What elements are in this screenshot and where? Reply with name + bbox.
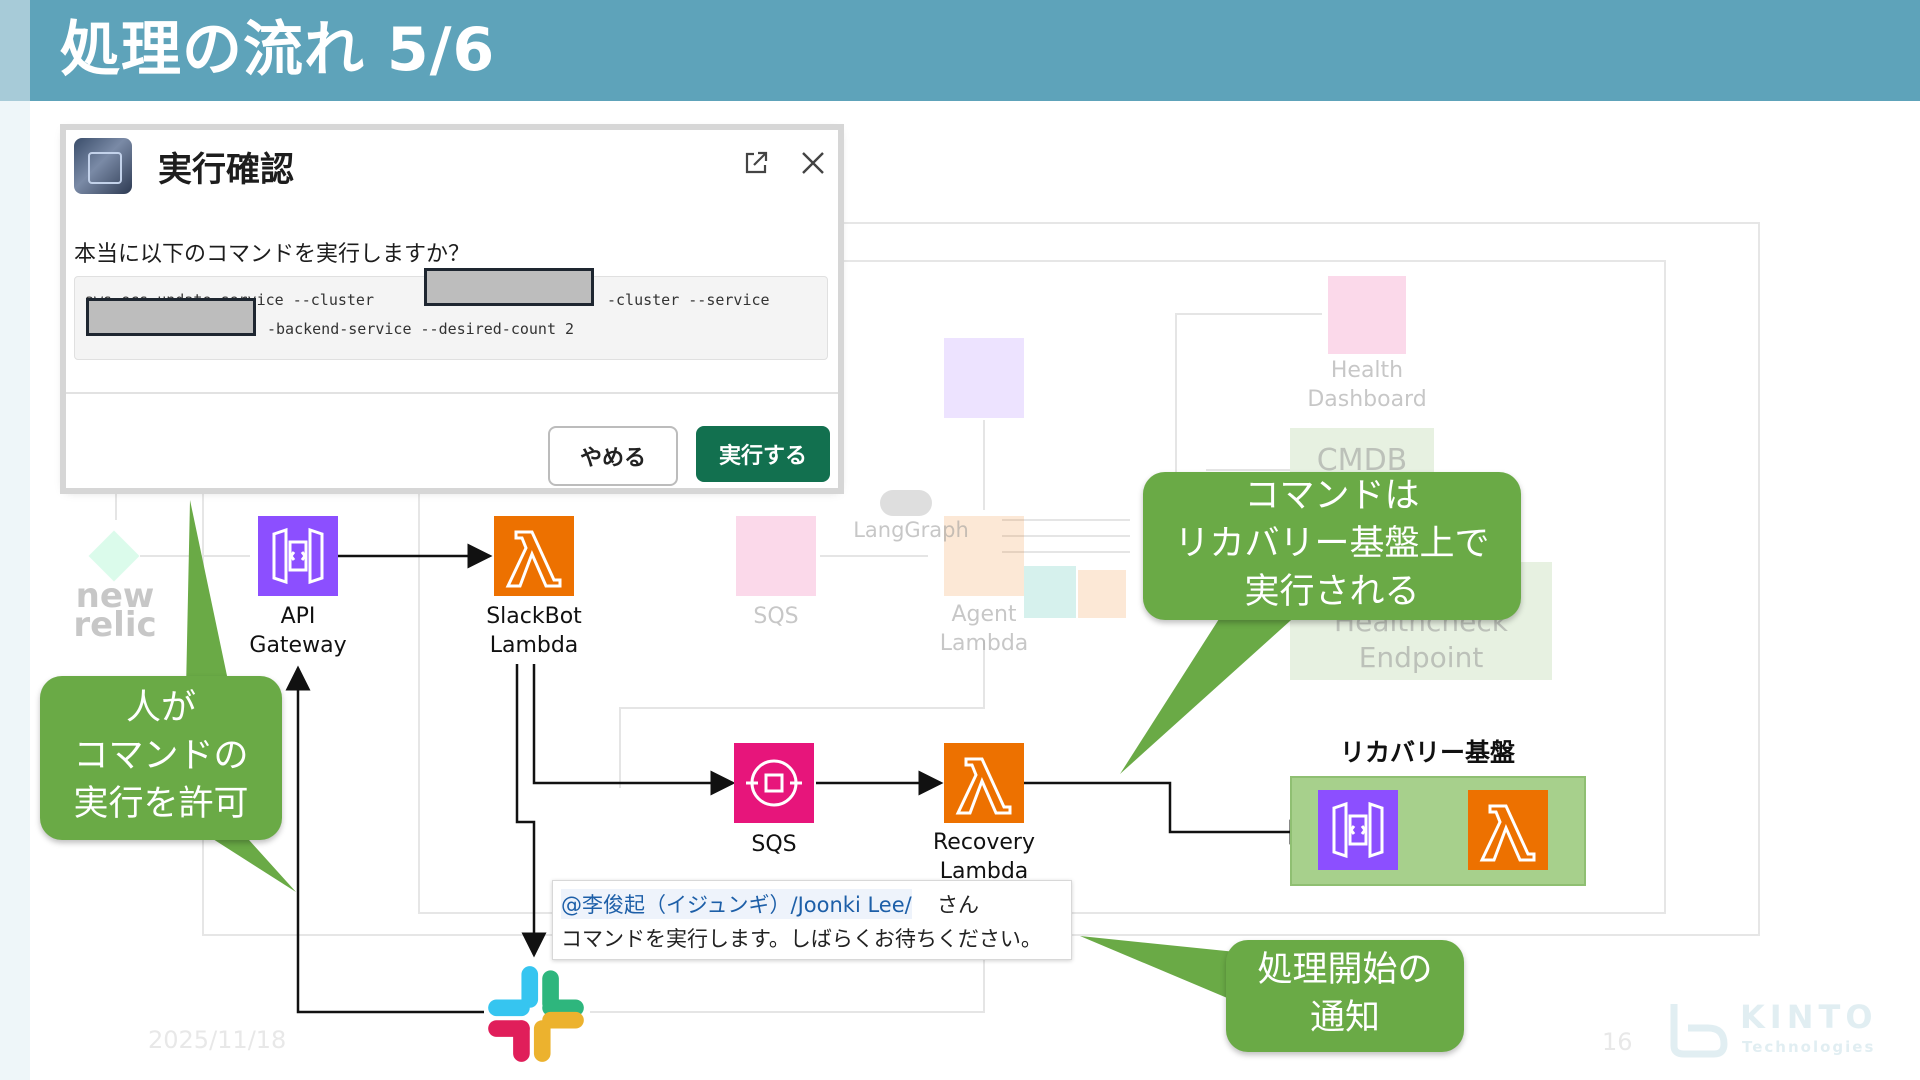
faded-api-gateway-top-icon [944,338,1024,418]
sqs-icon [734,743,814,823]
confirm-question: 本当に以下のコマンドを実行しますか？ [74,242,471,267]
recovery-api-gateway-icon [1318,790,1398,870]
callout-executed-text: コマンドは リカバリー基盤上で 実行される [1174,476,1490,612]
faded-cmdb-label: CMDB [1316,443,1408,478]
dialog-divider [66,392,838,394]
redacted-service-name [86,298,256,336]
recovery-lambda-icon [944,743,1024,823]
callout-notify: 処理開始の 通知 [1226,940,1464,1052]
user-mention[interactable]: @李俊起（イジュンギ）/Joonki Lee/ [561,889,912,919]
command-line1-suffix: -cluster --service [607,291,770,309]
faded-agent-lambda-icon [944,516,1024,596]
recovery-lambda-label: Recovery Lambda [932,830,1035,884]
slackbot-lambda-icon [494,516,574,596]
confirm-dialog: 実行確認 本当に以下のコマンドを実行しますか？ aws ecs update-s… [66,130,838,488]
faded-langgraph-label: LangGraph [853,518,969,542]
recovery-base-label: リカバリー基盤 [1340,738,1516,767]
kinto-logo-text: KINTO [1740,998,1878,1036]
faded-box-icon [1078,570,1126,618]
app-icon [74,138,132,194]
sqs-label: SQS [751,832,797,857]
header-bar [0,0,1920,101]
page-number: 16 [1602,1028,1633,1056]
close-icon[interactable] [798,148,828,178]
command-line2-suffix: -backend-service --desired-count 2 [267,320,575,338]
faded-sqs-label: SQS [753,604,799,629]
faded-sqs-icon [736,516,816,596]
run-button[interactable]: 実行する [696,426,830,482]
callout-notify-text: 処理開始の 通知 [1257,950,1433,1038]
faded-agent-lambda-label: Agent Lambda [939,602,1029,656]
header-accent [0,0,30,101]
kinto-logo-subtext: Technologies [1742,1038,1876,1056]
callout-approve: 人が コマンドの 実行を許可 [40,676,282,840]
faded-health-icon [1328,276,1406,354]
callout-executed: コマンドは リカバリー基盤上で 実行される [1143,472,1521,620]
faded-langgraph-icon [880,490,932,516]
footer-date: 2025/11/18 [148,1026,287,1054]
dialog-title: 実行確認 [158,150,294,190]
recovery-base-box [1290,776,1586,886]
mention-honorific: さん [937,893,979,917]
slackbot-lambda-label: SlackBot Lambda [486,604,582,658]
callout-approve-text: 人が コマンドの 実行を許可 [73,688,249,824]
faded-newrelic-label: new relic [73,576,157,645]
popout-icon[interactable] [741,148,771,178]
slack-icon [488,966,584,1062]
cancel-button[interactable]: やめる [548,426,678,486]
left-strip [0,101,30,1080]
api-gateway-label: API Gateway [249,604,347,658]
slack-message: @李俊起（イジュンギ）/Joonki Lee/ さん コマンドを実行します。しば… [552,880,1072,960]
faded-health-dashboard-label: Health Dashboard [1307,358,1427,412]
kinto-mark-icon [1670,1004,1728,1058]
api-gateway-icon [258,516,338,596]
faded-bedrock-icon [1024,566,1076,618]
redacted-cluster-name [424,268,594,306]
page-title: 処理の流れ 5/6 [60,15,496,85]
message-body: コマンドを実行します。しばらくお待ちください。 [561,927,1042,951]
kinto-logo: KINTO Technologies [1668,996,1878,1062]
recovery-lambda-base-icon [1468,790,1548,870]
